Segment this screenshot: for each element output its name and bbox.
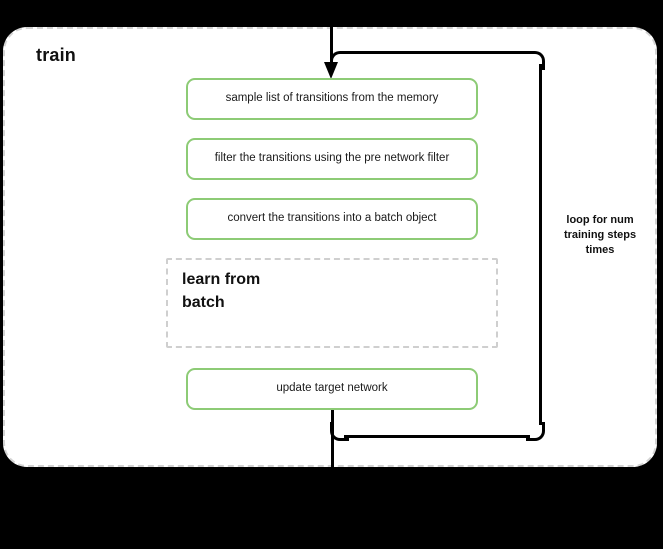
node-label: update target network [276, 382, 388, 395]
node-convert-to-batch[interactable]: convert the transitions into a batch obj… [186, 198, 478, 240]
node-label: learn from batch [182, 271, 261, 312]
loop-corner-bottom-right [526, 422, 545, 441]
train-subgraph-title: train [36, 45, 77, 65]
loop-corner-top-left [330, 51, 349, 70]
loop-edge-bottom-horizontal [344, 435, 530, 438]
node-label: convert the transitions into a batch obj… [227, 212, 437, 225]
node-filter-transitions[interactable]: filter the transitions using the pre net… [186, 138, 478, 180]
node-label: filter the transitions using the pre net… [214, 152, 450, 165]
node-update-target-network[interactable]: update target network [186, 368, 478, 410]
entry-edge-vertical [330, 0, 333, 68]
entry-arrowhead-icon [324, 62, 338, 79]
node-learn-from-batch-subgraph[interactable]: learn from batch [166, 258, 498, 348]
loop-annotation-label: loop for num training steps times [563, 214, 637, 256]
loop-corner-top-right [526, 51, 545, 70]
loop-edge-top-horizontal [344, 51, 530, 54]
node-sample-list-of-transitions[interactable]: sample list of transitions from the memo… [186, 78, 478, 120]
exit-edge-vertical [331, 405, 334, 470]
loop-edge-right-vertical [539, 64, 542, 425]
node-label: sample list of transitions from the memo… [225, 92, 439, 105]
